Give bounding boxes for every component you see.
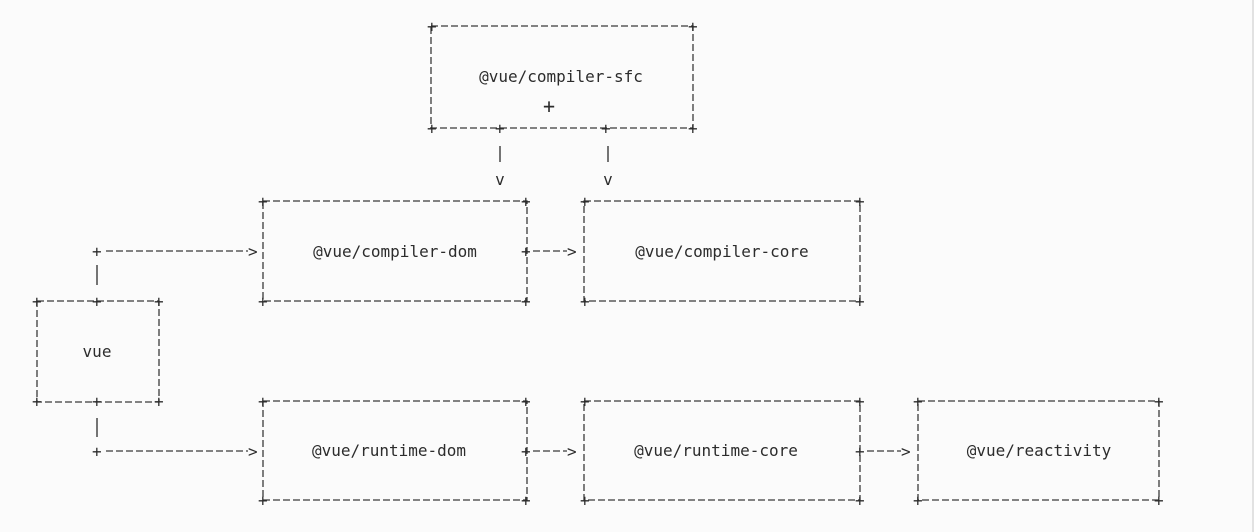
corner-glyph: + — [92, 292, 102, 311]
corner-glyph: + — [258, 192, 268, 211]
node-reactivity: @vue/reactivity — [917, 400, 1160, 501]
corner-glyph: + — [258, 392, 268, 411]
node-runtime-core: @vue/runtime-core — [583, 400, 861, 501]
corner-glyph: + — [495, 119, 505, 138]
corner-glyph: + — [521, 491, 531, 510]
corner-glyph: + — [855, 442, 865, 461]
edge-compiler-sfc-to-compiler-dom: v — [495, 146, 505, 189]
corner-glyph: + — [688, 17, 698, 36]
corner-glyph: + — [580, 491, 590, 510]
edge-compiler-sfc-to-compiler-core: v — [603, 146, 613, 189]
arrow-right-glyph: > — [248, 242, 258, 261]
node-label: @vue/runtime-dom — [312, 441, 466, 460]
node-label: @vue/runtime-core — [634, 441, 798, 460]
edge-runtime-dom-to-runtime-core: + > — [521, 442, 577, 461]
node-box — [583, 400, 861, 501]
corner-glyph: + — [855, 292, 865, 311]
edge-vue-to-compiler-dom: + > — [92, 242, 258, 285]
corner-glyph: + — [521, 292, 531, 311]
corner-glyph: + — [92, 392, 102, 411]
corner-glyph: + — [601, 119, 611, 138]
corner-glyph: + — [855, 392, 865, 411]
corner-glyph: + — [521, 392, 531, 411]
node-compiler-dom: @vue/compiler-dom — [262, 200, 528, 302]
corner-glyph: + — [92, 242, 102, 261]
corner-glyph: + — [521, 192, 531, 211]
node-box — [262, 400, 528, 501]
node-box — [36, 300, 160, 403]
node-label: @vue/compiler-core — [635, 242, 808, 261]
node-label: @vue/compiler-sfc — [479, 67, 643, 86]
corner-glyph: + — [521, 442, 531, 461]
node-box — [917, 400, 1160, 501]
corner-glyph: + — [855, 491, 865, 510]
node-label: vue — [83, 342, 112, 361]
node-runtime-dom: @vue/runtime-dom — [262, 400, 528, 501]
corner-glyph: + — [154, 292, 164, 311]
node-compiler-sfc: @vue/compiler-sfc + — [430, 25, 694, 129]
edge-vue-to-runtime-dom: + > — [92, 418, 258, 461]
corner-glyph: + — [580, 192, 590, 211]
corner-glyph: + — [32, 392, 42, 411]
corner-glyph: + — [913, 392, 923, 411]
arrow-right-glyph: > — [248, 442, 258, 461]
edge-compiler-dom-to-compiler-core: + > — [521, 242, 577, 261]
corner-glyph: + — [913, 491, 923, 510]
corner-glyph: + — [154, 392, 164, 411]
corner-glyph: + — [427, 17, 437, 36]
edge-runtime-core-to-reactivity: + > — [855, 442, 911, 461]
node-label: @vue/compiler-dom — [313, 242, 477, 261]
node-compiler-core: @vue/compiler-core — [583, 200, 861, 302]
corner-glyph: + — [427, 119, 437, 138]
arrow-right-glyph: > — [567, 442, 577, 461]
arrow-right-glyph: > — [567, 242, 577, 261]
node-box — [262, 200, 528, 302]
node-box — [583, 200, 861, 302]
arrow-down-glyph: v — [603, 170, 613, 189]
node-box — [430, 25, 694, 129]
corner-glyph: + — [1154, 392, 1164, 411]
box-corners: + + + + + + + + + + + + + + + + + + + + … — [32, 17, 1164, 510]
corner-glyph: + — [521, 242, 531, 261]
node-label: @vue/reactivity — [967, 441, 1112, 460]
corner-glyph: + — [1154, 491, 1164, 510]
corner-glyph: + — [580, 292, 590, 311]
node-vue: vue — [36, 300, 160, 403]
arrow-right-glyph: > — [901, 442, 911, 461]
arrow-down-glyph: v — [495, 170, 505, 189]
corner-glyph: + — [258, 491, 268, 510]
corner-glyph: + — [580, 392, 590, 411]
node-extra-plus: + — [543, 94, 555, 118]
corner-glyph: + — [855, 192, 865, 211]
corner-glyph: + — [688, 119, 698, 138]
corner-glyph: + — [92, 442, 102, 461]
corner-glyph: + — [258, 292, 268, 311]
corner-glyph: + — [32, 292, 42, 311]
